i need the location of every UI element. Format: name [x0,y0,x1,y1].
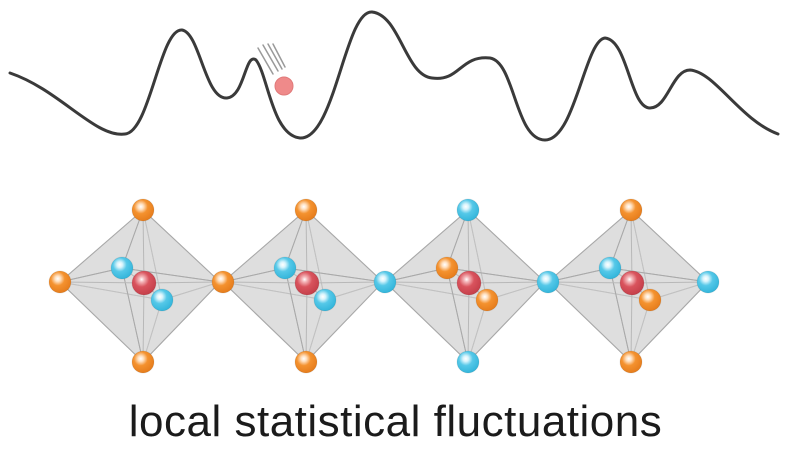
energy-landscape-curve [8,10,780,142]
corner-atom-blue [536,270,560,294]
bond-line [547,281,633,284]
bond-line [142,209,145,284]
bond-line [142,282,145,363]
back-atom-blue [273,256,297,280]
center-atom-red [619,270,645,296]
bond-line [384,281,470,284]
front-atom-orange [475,288,499,312]
bond-line [630,209,633,284]
bottom-atom-orange [294,350,318,374]
falling-ball [274,76,294,96]
diagram-caption: local statistical fluctuations [128,397,663,446]
bond-line [467,209,470,284]
bond-line [305,209,308,284]
back-atom-blue [598,256,622,280]
front-atom-blue [150,288,174,312]
center-atom-red [456,270,482,296]
bond-line [468,281,546,284]
bottom-atom-orange [131,350,155,374]
octahedron-3 [373,198,546,374]
bond-line [59,281,145,284]
octahedra-chain [48,198,720,374]
corner-atom-orange [211,270,235,294]
top-atom-orange [619,198,643,222]
bond-line [467,282,470,363]
octahedron-4 [536,198,720,374]
corner-atom-blue [373,270,397,294]
octahedron-2 [211,198,384,374]
bond-line [222,281,308,284]
back-atom-blue [110,256,134,280]
corner-atom-orange [48,270,72,294]
bond-line [305,282,308,363]
corner-atom-blue [696,270,720,294]
top-atom-orange [131,198,155,222]
energy-landscape [8,10,780,142]
top-atom-orange [294,198,318,222]
back-atom-orange [435,256,459,280]
front-atom-blue [313,288,337,312]
top-atom-blue [456,198,480,222]
bond-line [630,282,633,363]
front-atom-orange [638,288,662,312]
bond-line [631,281,709,284]
bond-line [143,281,221,284]
bond-line [306,281,384,284]
motion-lines [257,43,286,75]
octahedron-1 [48,198,221,374]
center-atom-red [294,270,320,296]
bottom-atom-orange [619,350,643,374]
bottom-atom-blue [456,350,480,374]
center-atom-red [131,270,157,296]
